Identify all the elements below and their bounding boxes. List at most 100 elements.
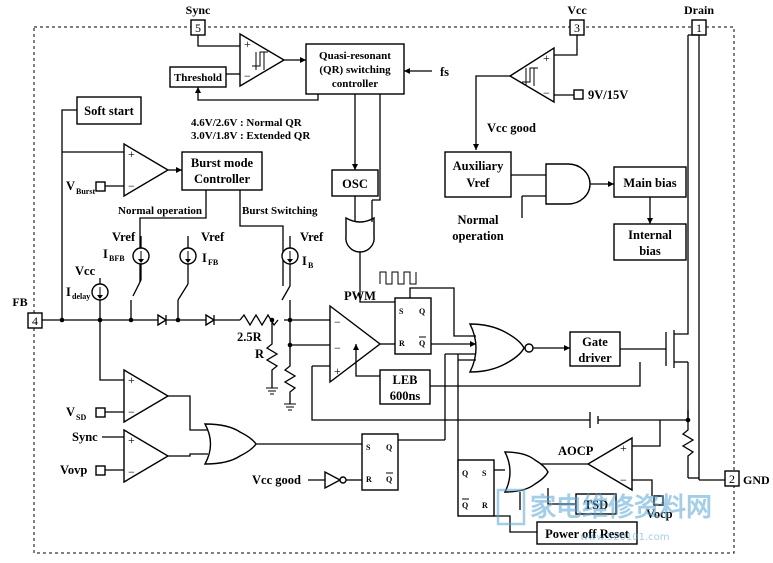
svg-text:Vcc: Vcc	[75, 264, 96, 278]
svg-text:+: +	[543, 51, 550, 65]
pin-vcc-number: 3	[574, 21, 580, 35]
threshold-label: Threshold	[174, 72, 222, 84]
pin-drain: Drain 1	[684, 3, 714, 36]
svg-text:I: I	[103, 247, 108, 261]
svg-text:−: −	[128, 179, 135, 193]
aocp-label: AOCP	[558, 444, 594, 458]
svg-text:FB: FB	[208, 258, 219, 267]
qr-controller	[305, 43, 405, 95]
qr-note-2: 3.0V/1.8V : Extended QR	[191, 130, 311, 142]
pin-fb: FB 4	[12, 295, 43, 329]
svg-text:Main bias: Main bias	[623, 176, 676, 190]
sense-resistor	[681, 410, 695, 478]
svg-text:Q: Q	[386, 475, 392, 484]
ovp-comparator	[123, 428, 170, 484]
ref-9v-15v: 9V/15V	[588, 88, 628, 102]
svg-text:Vref: Vref	[112, 230, 136, 244]
svg-text:+: +	[244, 37, 251, 51]
pin-sync-number: 5	[195, 21, 201, 35]
aocp-or-gate	[503, 451, 549, 493]
svg-text:S: S	[482, 469, 487, 478]
burst-switching-label: Burst Switching	[242, 205, 318, 217]
qr-note-1: 4.6V/2.6V : Normal QR	[191, 117, 303, 129]
osc-nor-gate	[345, 216, 375, 253]
svg-text:controller: controller	[332, 78, 378, 90]
svg-text:Soft start: Soft start	[84, 104, 134, 118]
svg-text:B: B	[308, 261, 314, 270]
svg-text:SD: SD	[76, 413, 86, 422]
svg-text:Quasi-resonant: Quasi-resonant	[319, 50, 391, 62]
svg-text:Burst: Burst	[76, 187, 95, 196]
pin-fb-label: FB	[12, 295, 27, 309]
svg-text:−: −	[620, 473, 627, 487]
svg-text:Q: Q	[462, 501, 468, 510]
svg-text:+: +	[620, 441, 627, 455]
vcc-good-label-top: Vcc good	[487, 121, 536, 135]
svg-text:Vref: Vref	[201, 230, 225, 244]
svg-text:Controller: Controller	[194, 172, 250, 186]
pin-vcc: Vcc 3	[567, 3, 587, 36]
svg-text:−: −	[128, 465, 135, 479]
svg-text:+: +	[128, 433, 135, 447]
pwm-comparator	[329, 304, 382, 384]
svg-text:LEB: LEB	[392, 373, 417, 387]
burst-mode-controller	[181, 151, 263, 191]
svg-text:Internal: Internal	[628, 228, 672, 242]
svg-text:driver: driver	[578, 351, 612, 365]
svg-text:600ns: 600ns	[390, 389, 421, 403]
pin-vcc-label: Vcc	[567, 3, 587, 17]
pin-gnd: 2 GND	[724, 470, 770, 487]
svg-text:Q: Q	[462, 469, 468, 478]
svg-text:Normal: Normal	[458, 213, 499, 227]
svg-text:Vref: Vref	[300, 230, 324, 244]
vsd-comparator	[123, 368, 170, 424]
main-bias-block	[613, 166, 687, 198]
ocp-sr-latch	[457, 459, 495, 517]
protection-or-gate	[203, 423, 257, 465]
pin-gnd-label: GND	[743, 473, 770, 487]
pin-sync-label: Sync	[186, 3, 211, 17]
resistor-2-5r-label: 2.5R	[237, 330, 263, 344]
resistor-2-5r	[239, 313, 279, 327]
svg-text:I: I	[302, 254, 307, 268]
pin-sync: Sync 5	[186, 3, 211, 36]
svg-text:Q: Q	[419, 307, 425, 316]
power-off-reset-block	[536, 521, 638, 545]
svg-text:Auxiliary: Auxiliary	[453, 159, 504, 173]
fs-label: fs	[440, 65, 449, 79]
current-source-ifb: Vref I FB	[177, 230, 225, 320]
burst-comparator	[123, 142, 170, 198]
svg-text:bias: bias	[639, 244, 661, 258]
svg-text:OSC: OSC	[342, 177, 368, 191]
svg-text:Q: Q	[419, 339, 425, 348]
svg-text:−: −	[543, 86, 550, 100]
aocp-comparator	[586, 436, 633, 492]
sync-comparator	[239, 32, 286, 88]
svg-text:Sync: Sync	[72, 430, 98, 444]
hysteresis-symbol	[252, 51, 268, 70]
svg-text:Vovp: Vovp	[60, 463, 87, 477]
pin-fb-number: 4	[32, 314, 38, 328]
svg-text:+: +	[128, 373, 135, 387]
leb-block	[379, 369, 431, 405]
svg-text:(QR) switching: (QR) switching	[319, 64, 391, 76]
normal-operation-label: Normal operation	[118, 205, 202, 217]
svg-text:R: R	[366, 475, 372, 484]
svg-text:+: +	[128, 147, 135, 161]
svg-text:TSD: TSD	[584, 498, 608, 512]
svg-text:S: S	[366, 443, 371, 452]
vcc-good-label-bottom: Vcc good	[252, 473, 301, 487]
osc-block	[331, 169, 379, 197]
main-nor-gate	[468, 323, 525, 373]
svg-text:I: I	[202, 251, 207, 265]
svg-text:operation: operation	[452, 229, 503, 243]
vcc-comparator	[508, 46, 555, 104]
ic-boundary	[33, 26, 735, 554]
battery-symbol	[580, 412, 660, 428]
svg-text:Power off Reset: Power off Reset	[545, 527, 630, 541]
svg-text:R: R	[482, 501, 488, 510]
pin-gnd-number: 2	[729, 472, 735, 486]
svg-text:I: I	[66, 285, 71, 299]
